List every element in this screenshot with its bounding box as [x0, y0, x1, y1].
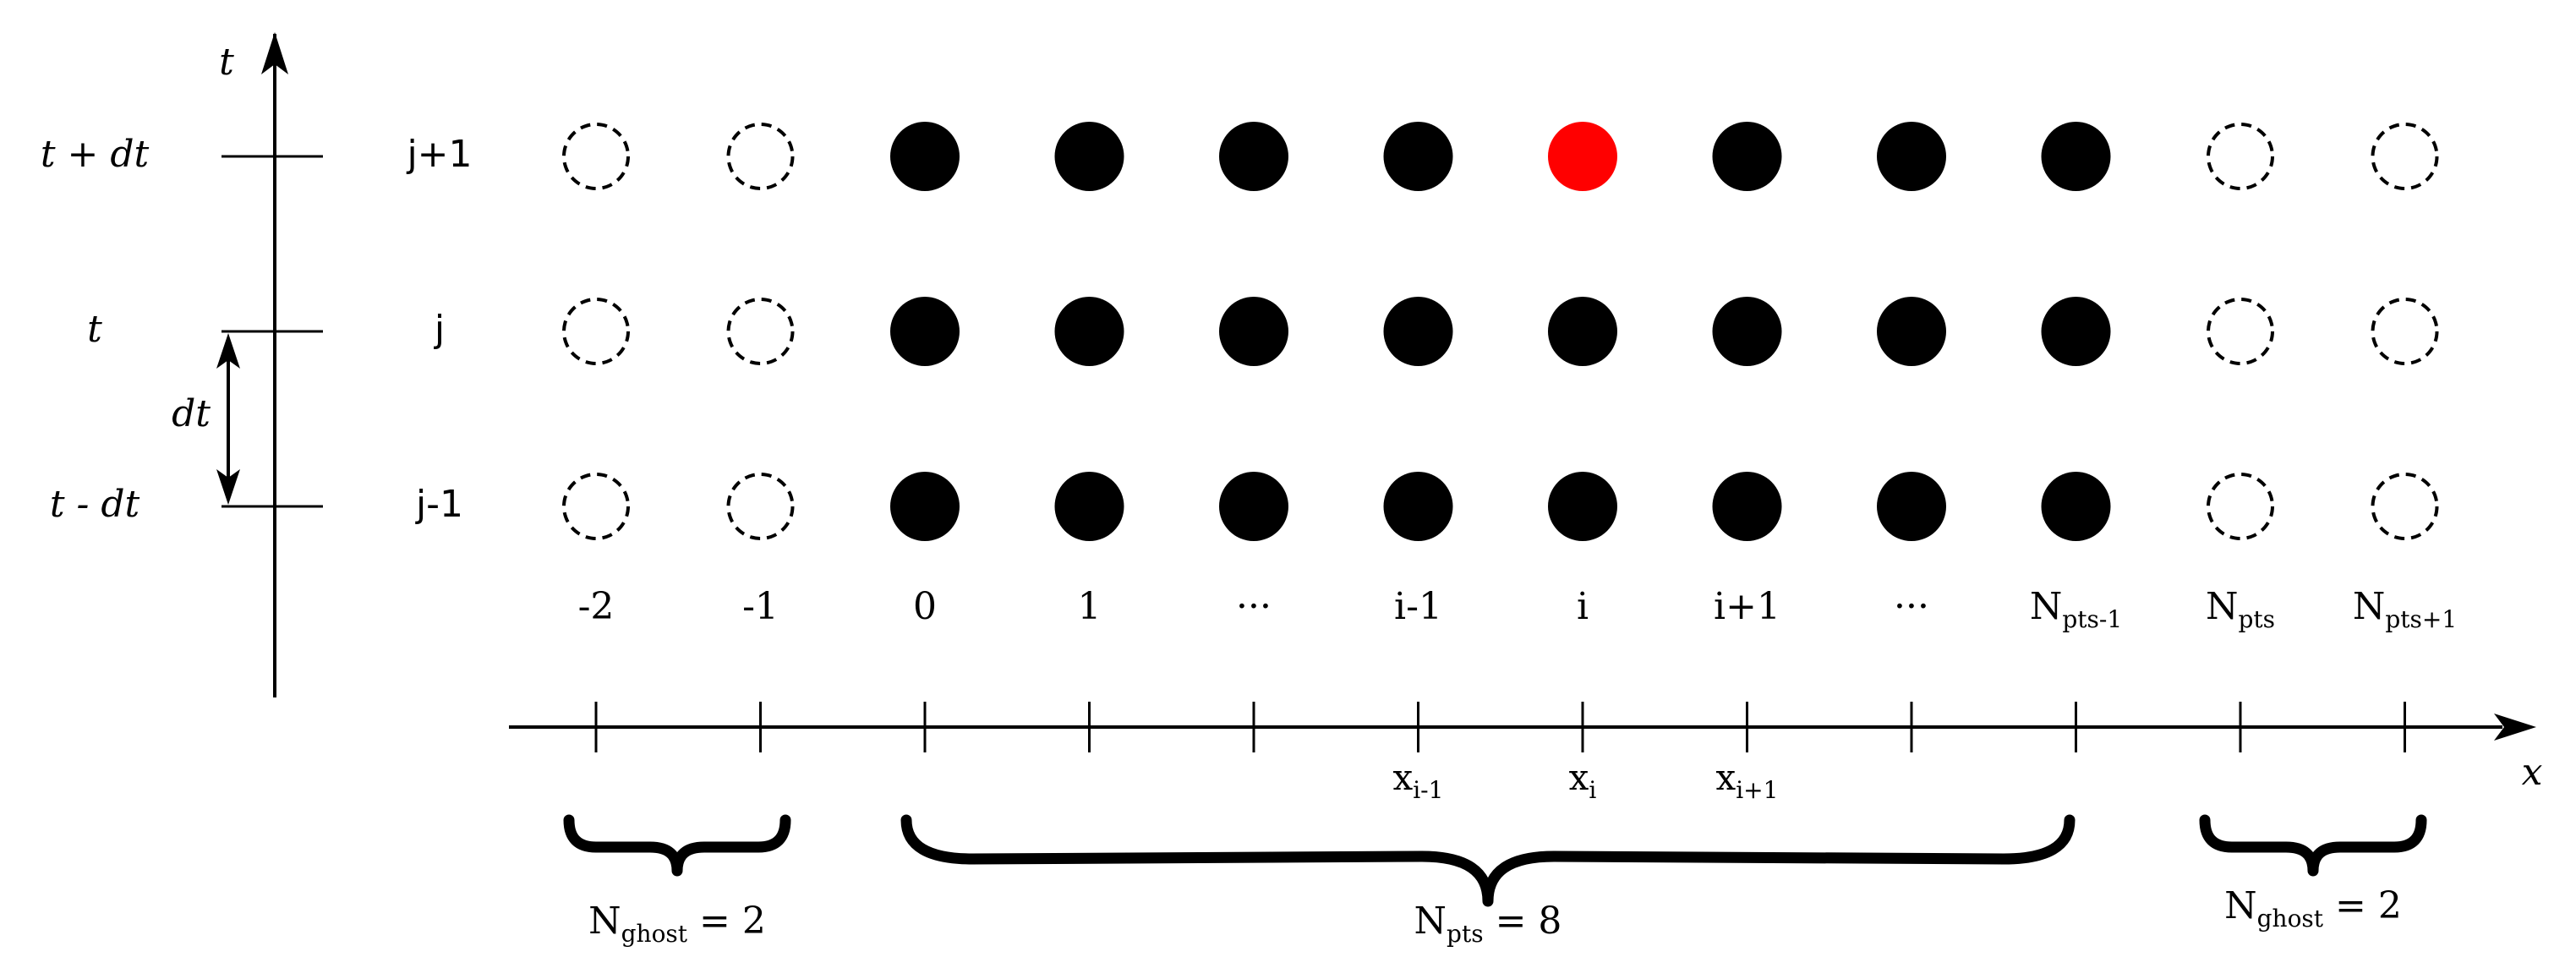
- dt-arrow-head-bottom: [216, 469, 240, 505]
- grid-point: [1712, 122, 1782, 191]
- space-axis-arrowhead: [2494, 714, 2536, 741]
- grid-points: [562, 122, 2439, 541]
- grid-point: [1219, 297, 1288, 366]
- grid-point: [1877, 122, 1946, 191]
- grid-point: [2041, 297, 2111, 366]
- column-index-labels: -2 -1 0 1 ··· i-1 i i+1 ··· Npts-1 Npts Npts+1: [578, 585, 2458, 633]
- grid-point: [2041, 472, 2111, 541]
- column-index-label: ···: [1894, 585, 1929, 628]
- grid-point: [1877, 472, 1946, 541]
- grid-point: [2041, 122, 2111, 191]
- time-axis-label: t: [219, 41, 234, 84]
- column-index-label: -2: [578, 585, 615, 628]
- ghost-point: [2371, 298, 2439, 365]
- space-axis: x xi-1 xi xi+1: [509, 702, 2543, 804]
- column-index-label: Npts-1: [2030, 585, 2122, 633]
- space-axis-label: x: [2522, 751, 2543, 794]
- dt-label: dt: [172, 392, 211, 435]
- column-index-label: 1: [1078, 585, 1102, 628]
- column-index-label: ···: [1236, 585, 1272, 628]
- grid-point: [1054, 122, 1124, 191]
- ghost-point: [2207, 473, 2274, 540]
- ghost-point: [2371, 123, 2439, 190]
- ghost-point: [726, 123, 795, 190]
- grid-point: [890, 297, 960, 366]
- space-axis-ticks: [594, 702, 2406, 752]
- right-ghost-brace: [2199, 814, 2427, 877]
- grid-point: [890, 472, 960, 541]
- ghost-point: [2207, 298, 2274, 365]
- ghost-point: [2207, 123, 2274, 190]
- grid-point: [1548, 472, 1617, 541]
- interior-points-count-label: Npts = 8: [1414, 900, 1562, 948]
- grid-point: [890, 122, 960, 191]
- grid-point: [1219, 122, 1288, 191]
- time-label-t: t: [87, 308, 102, 351]
- interior-points-brace: [900, 814, 2076, 907]
- ghost-point: [562, 123, 630, 190]
- space-point-label: xi: [1569, 757, 1597, 804]
- left-ghost-brace: [563, 814, 791, 877]
- time-label-t-minus-dt: t - dt: [50, 483, 140, 526]
- grid-point: [1383, 472, 1453, 541]
- highlighted-grid-point: [1548, 122, 1617, 191]
- column-index-label: i-1: [1394, 585, 1442, 628]
- column-index-label: i+1: [1714, 585, 1780, 628]
- row-label-j-plus-1: j+1: [406, 133, 472, 176]
- column-index-label: 0: [913, 585, 937, 628]
- grid-point: [1054, 297, 1124, 366]
- row-label-j-minus-1: j-1: [415, 483, 463, 526]
- time-axis-arrowhead: [261, 32, 288, 74]
- space-axis-point-labels: xi-1 xi xi+1: [1393, 757, 1779, 804]
- time-label-t-plus-dt: t + dt: [41, 133, 150, 176]
- column-index-label: -1: [742, 585, 779, 628]
- dt-arrow-head-top: [216, 333, 240, 369]
- ghost-point: [562, 473, 630, 540]
- grid-point: [1383, 122, 1453, 191]
- grid-point: [1054, 472, 1124, 541]
- row-label-j: j: [434, 308, 445, 351]
- grid-point: [1877, 297, 1946, 366]
- ghost-point: [2371, 473, 2439, 540]
- grid-point: [1383, 297, 1453, 366]
- space-point-label: xi+1: [1716, 757, 1779, 804]
- grid-point: [1712, 472, 1782, 541]
- grid-point: [1219, 472, 1288, 541]
- grid-point: [1548, 297, 1617, 366]
- space-point-label: xi-1: [1393, 757, 1444, 804]
- column-index-label: Npts+1: [2353, 585, 2457, 633]
- right-ghost-count-label: Nghost = 2: [2224, 884, 2402, 932]
- ghost-point: [726, 473, 795, 540]
- ghost-point: [726, 298, 795, 365]
- time-axis: t t + dt t t - dt j+1 j j-1 dt: [41, 32, 473, 697]
- ghost-point: [562, 298, 630, 365]
- column-index-label: Npts: [2206, 585, 2275, 633]
- column-index-label: i: [1577, 585, 1589, 628]
- grid-point: [1712, 297, 1782, 366]
- left-ghost-count-label: Nghost = 2: [588, 900, 766, 948]
- braces: Nghost = 2 Npts = 8 Nghost = 2: [563, 814, 2427, 948]
